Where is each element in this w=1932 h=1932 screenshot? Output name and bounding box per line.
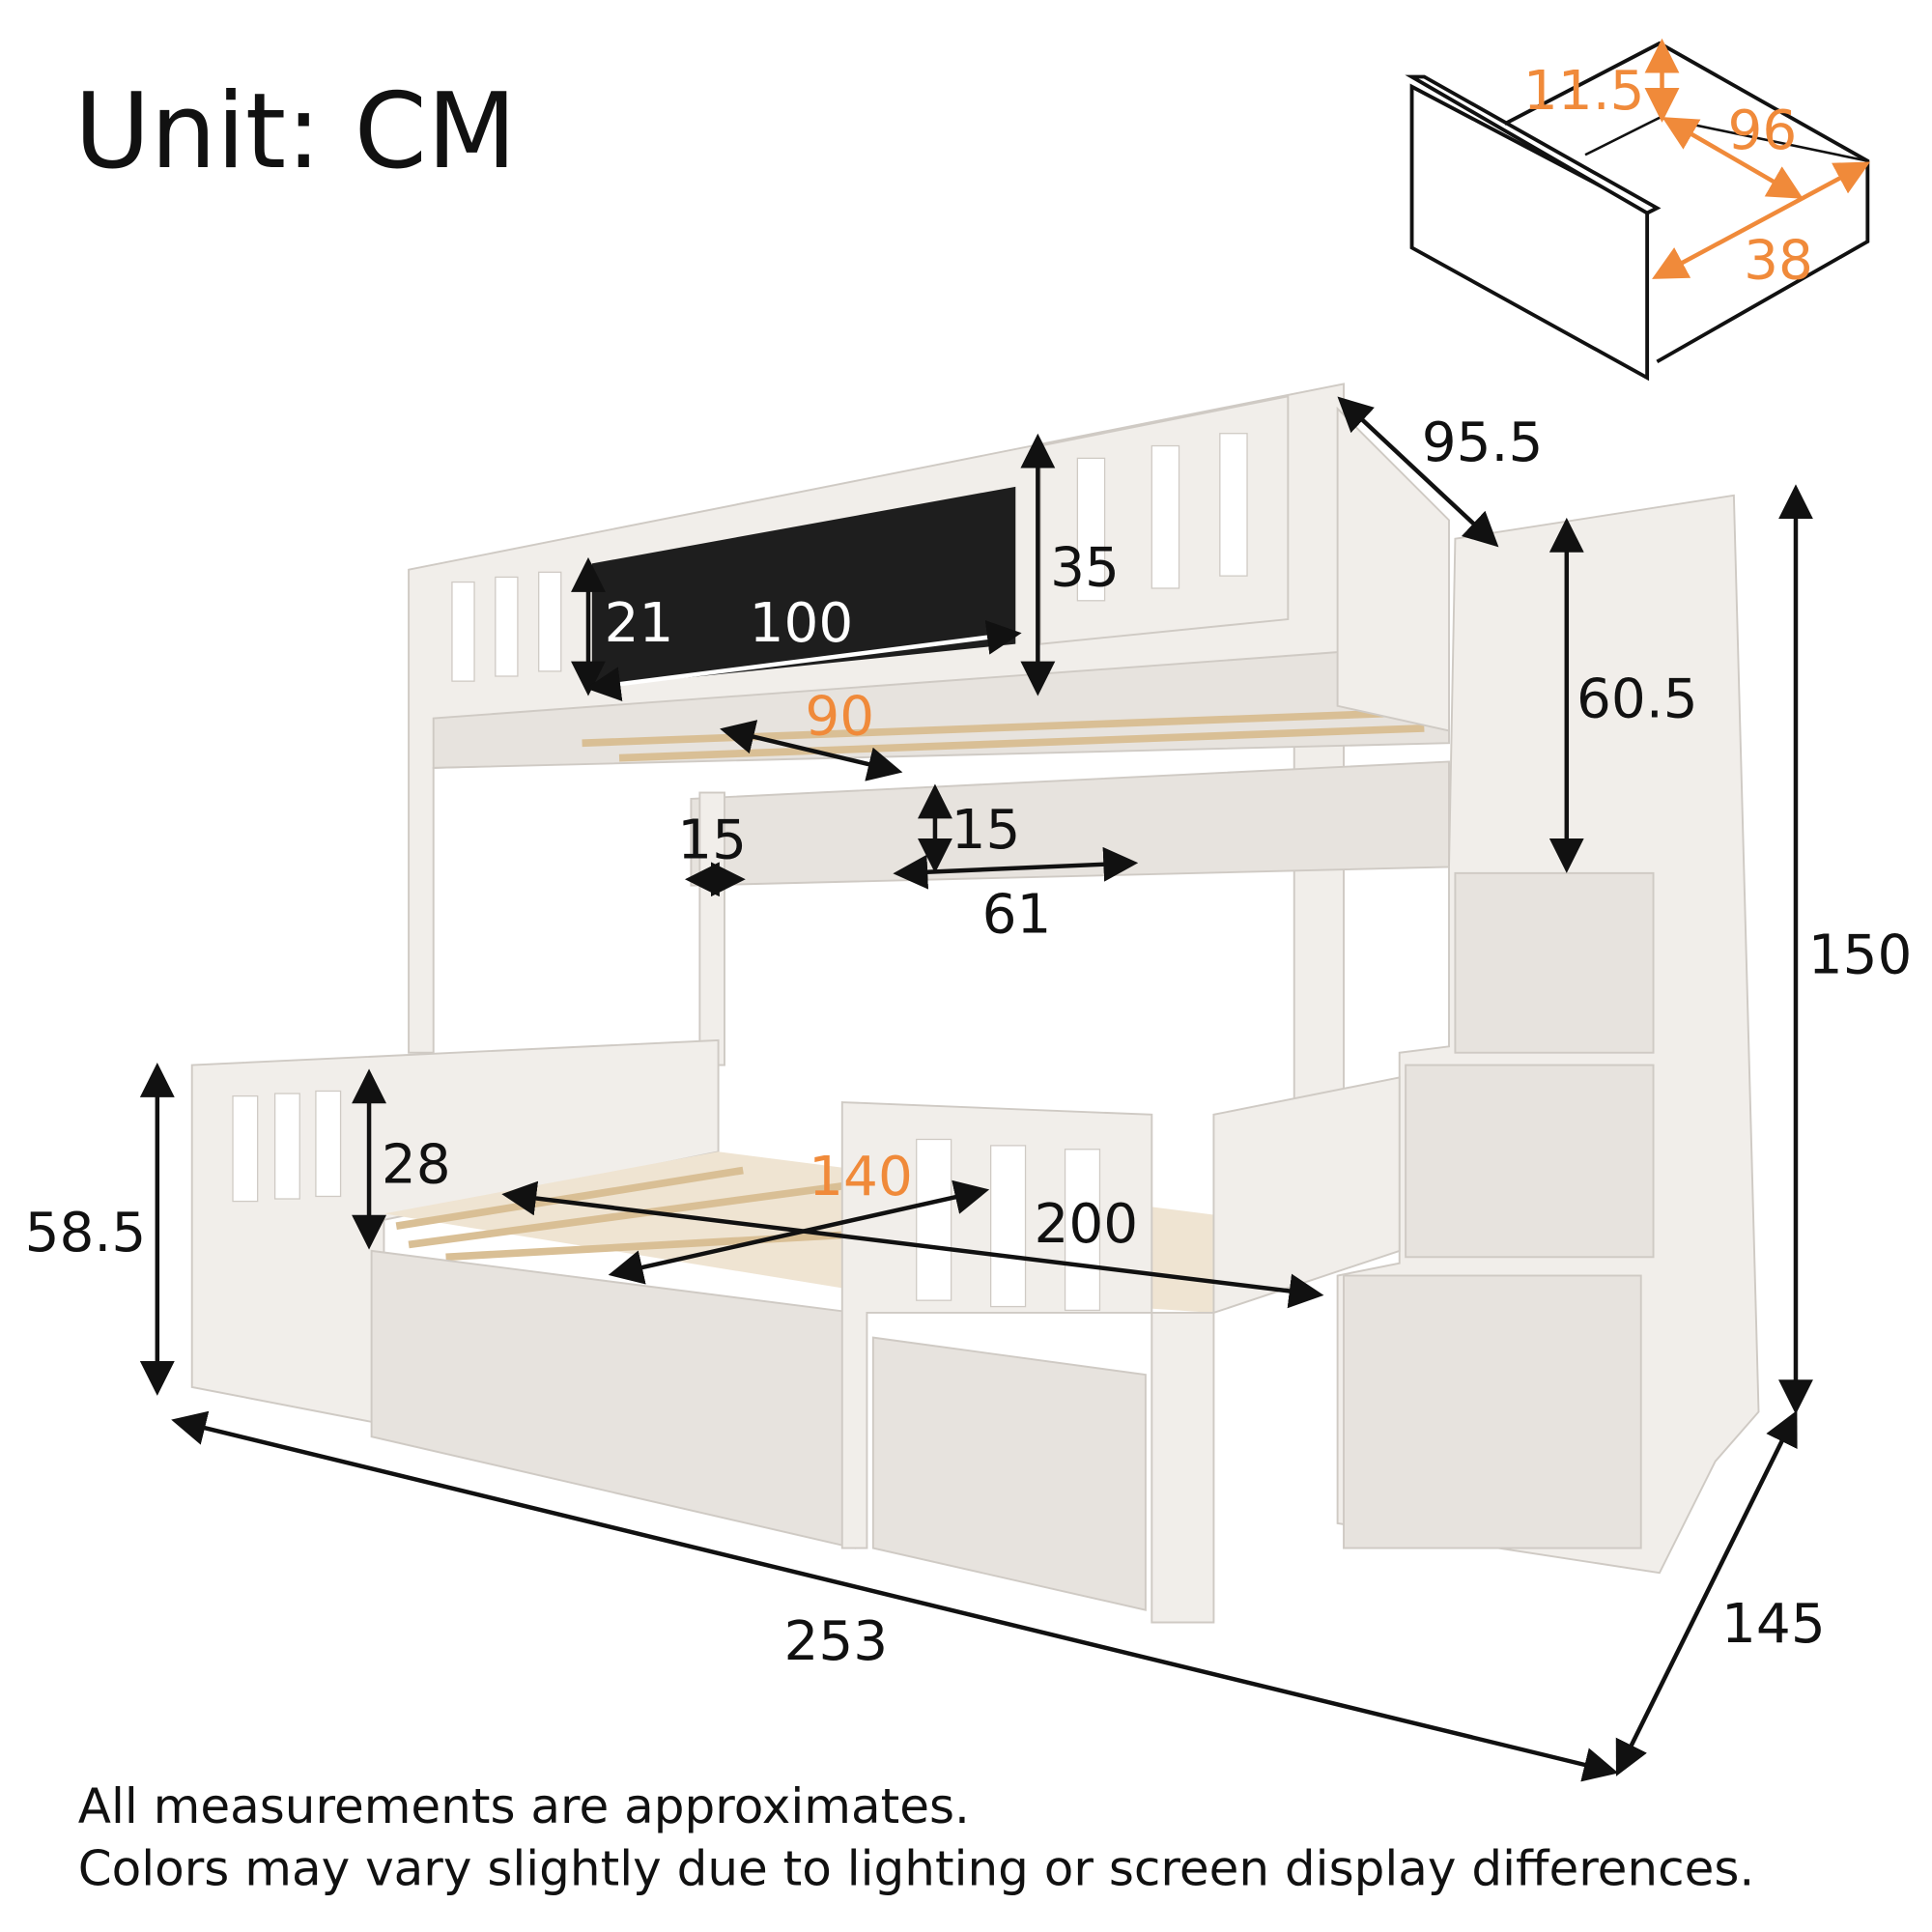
drawer-width-label: 38 bbox=[1744, 229, 1813, 292]
stair-rail-height-label: 60.5 bbox=[1577, 668, 1698, 730]
shelf-height-label: 15 bbox=[952, 799, 1021, 862]
drawer-illustration: 11.5 96 38 bbox=[1405, 38, 1871, 382]
top-guardrail-height-label: 35 bbox=[1050, 536, 1120, 599]
top-bed-width-label: 90 bbox=[805, 685, 874, 748]
footer-note-2: Colors may vary slightly due to lighting… bbox=[78, 1840, 1755, 1896]
top-bed-depth-label: 95.5 bbox=[1422, 412, 1544, 474]
drawer-height-label: 11.5 bbox=[1523, 60, 1645, 123]
bottom-bed-width-label: 140 bbox=[809, 1146, 913, 1208]
bottom-guardrail-height-label: 28 bbox=[382, 1133, 451, 1196]
dimension-arrows bbox=[139, 396, 1813, 1782]
bottom-bed-length-label: 200 bbox=[1035, 1193, 1139, 1256]
footer-note-1: All measurements are approximates. bbox=[78, 1778, 970, 1834]
total-width-label: 145 bbox=[1721, 1593, 1826, 1656]
bed-illustration bbox=[190, 383, 1760, 1624]
drawer-depth-label: 96 bbox=[1727, 99, 1797, 162]
chalkboard-height-label: 21 bbox=[605, 592, 674, 655]
unit-title: Unit: CM bbox=[74, 71, 517, 192]
chalkboard-width-label: 100 bbox=[750, 592, 854, 655]
shelf-width-label: 61 bbox=[982, 883, 1052, 946]
total-height-label: 150 bbox=[1808, 924, 1913, 987]
shelf-depth-label: 15 bbox=[677, 809, 747, 871]
bottom-bed-height-label: 58.5 bbox=[25, 1202, 147, 1264]
total-length-label: 253 bbox=[784, 1610, 889, 1673]
